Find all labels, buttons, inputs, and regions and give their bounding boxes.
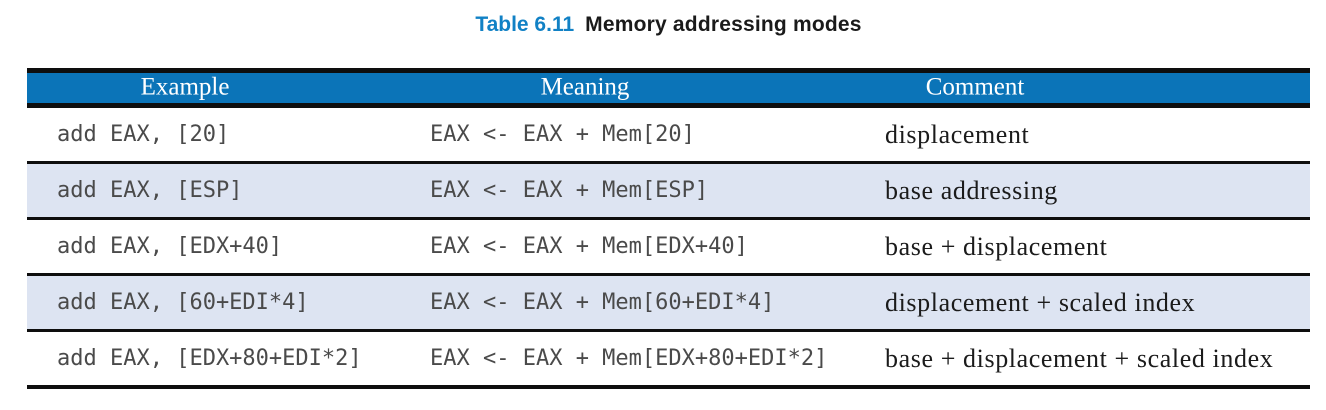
cell-example: add EAX, [ESP] [57, 178, 243, 203]
cell-comment: base addressing [885, 175, 1058, 205]
rule-bottom [27, 385, 1310, 389]
cell-comment: displacement + scaled index [885, 287, 1196, 317]
rule-top [27, 68, 1310, 73]
table-header-row: Example Meaning Comment [27, 73, 1310, 103]
row-divider [27, 273, 1310, 276]
row-divider [27, 329, 1310, 332]
cell-comment: base + displacement + scaled index [885, 343, 1274, 373]
cell-meaning: EAX <- EAX + Mem[ESP] [430, 178, 709, 203]
cell-meaning: EAX <- EAX + Mem[EDX+40] [430, 234, 748, 259]
cell-example: add EAX, [EDX+80+EDI*2] [57, 346, 362, 371]
table-row: add EAX, [60+EDI*4] EAX <- EAX + Mem[60+… [27, 276, 1310, 329]
rule-below-header [27, 103, 1310, 108]
table-number: Table 6.11 [475, 13, 575, 36]
cell-meaning: EAX <- EAX + Mem[60+EDI*4] [430, 290, 775, 315]
cell-meaning: EAX <- EAX + Mem[20] [430, 122, 695, 147]
memory-addressing-modes-table: Example Meaning Comment add EAX, [20] EA… [27, 68, 1310, 389]
row-divider [27, 161, 1310, 164]
column-header-comment: Comment [925, 73, 1025, 101]
cell-comment: displacement [885, 119, 1030, 149]
cell-comment: base + displacement [885, 231, 1108, 261]
cell-example: add EAX, [60+EDI*4] [57, 290, 309, 315]
table-title: Memory addressing modes [585, 13, 862, 36]
cell-meaning: EAX <- EAX + Mem[EDX+80+EDI*2] [430, 346, 828, 371]
column-header-meaning: Meaning [540, 73, 630, 101]
table-row: add EAX, [20] EAX <- EAX + Mem[20] displ… [27, 108, 1310, 161]
cell-example: add EAX, [EDX+40] [57, 234, 283, 259]
table-caption: Table 6.11 Memory addressing modes [27, 13, 1310, 37]
row-divider [27, 217, 1310, 220]
table-row: add EAX, [EDX+80+EDI*2] EAX <- EAX + Mem… [27, 332, 1310, 385]
table-row: add EAX, [EDX+40] EAX <- EAX + Mem[EDX+4… [27, 220, 1310, 273]
table-row: add EAX, [ESP] EAX <- EAX + Mem[ESP] bas… [27, 164, 1310, 217]
cell-example: add EAX, [20] [57, 122, 230, 147]
column-header-example: Example [140, 73, 230, 101]
